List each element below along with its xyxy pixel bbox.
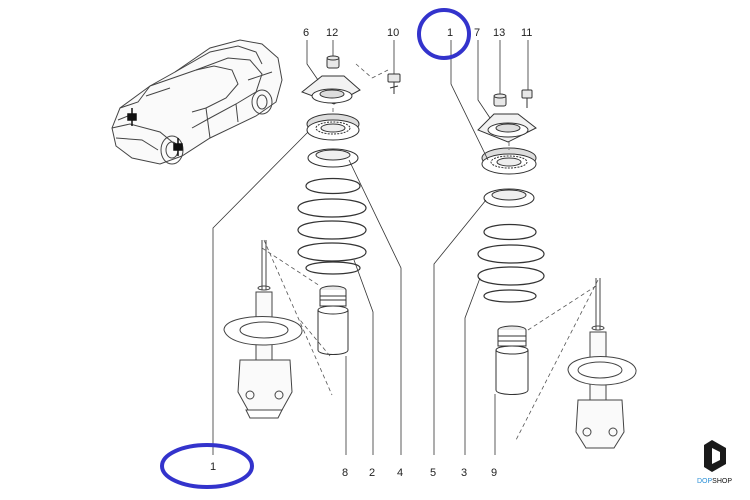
nut-right	[493, 93, 507, 107]
assembly-guide-lines-left	[261, 63, 389, 396]
callout-1-bottom: 1	[210, 461, 216, 473]
callout-8: 8	[342, 467, 348, 479]
highlight-circles	[160, 8, 471, 489]
callout-13: 13	[493, 27, 505, 39]
shock-absorber-left	[223, 240, 303, 419]
callout-labels: 1 8 2 4 5 3 9 6 12 10 1 7 13 11	[210, 27, 532, 479]
spring-seat-right	[483, 188, 535, 208]
callout-12: 12	[326, 27, 338, 39]
logo-suffix: SHOP	[712, 478, 732, 485]
callout-9: 9	[491, 467, 497, 479]
logo-wordmark: DOPSHOP	[697, 478, 732, 485]
coil-spring-left	[297, 177, 367, 275]
callout-7: 7	[474, 27, 480, 39]
callout-10: 10	[387, 27, 399, 39]
bearing-left	[306, 113, 360, 141]
coil-spring-right	[477, 223, 545, 303]
nut-left	[326, 55, 340, 69]
bolt-right	[521, 89, 533, 108]
car-strut-markers	[127, 108, 183, 156]
dopshop-logo-icon	[704, 440, 726, 472]
top-mount-left	[301, 75, 361, 105]
dopshop-logo: DOPSHOP	[697, 440, 732, 485]
leader-lines	[212, 40, 529, 455]
callout-1-top: 1	[447, 27, 453, 39]
callout-11: 11	[521, 27, 532, 39]
bolt-left	[387, 73, 401, 94]
bearing-right	[481, 147, 537, 175]
assembly-guide-lines-right	[508, 142, 599, 441]
dust-boot-left	[317, 285, 349, 355]
shock-absorber-right	[567, 278, 637, 449]
highlight-circle-bottom	[160, 443, 254, 489]
car-illustration	[111, 39, 283, 165]
spring-seat-left	[307, 148, 359, 168]
top-mount-right	[477, 113, 537, 143]
callout-4: 4	[397, 467, 403, 479]
callout-6: 6	[303, 27, 309, 39]
callout-5: 5	[430, 467, 436, 479]
highlight-circle-top	[417, 8, 471, 60]
callout-2: 2	[369, 467, 375, 479]
logo-prefix: DOP	[697, 478, 713, 485]
dust-boot-right	[495, 325, 529, 395]
callout-3: 3	[461, 467, 467, 479]
